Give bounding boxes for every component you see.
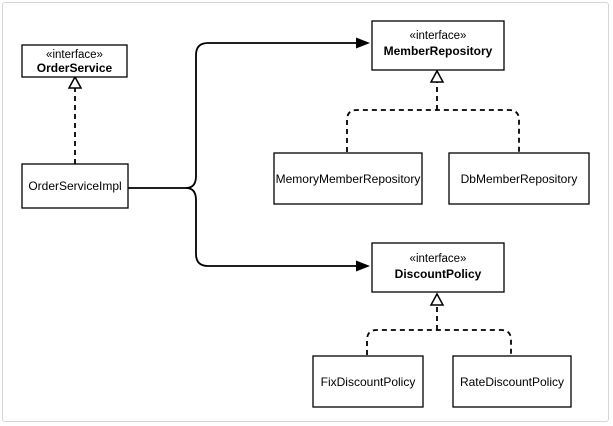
rate-discount-policy-box: RateDiscountPolicy [452,355,572,408]
discount-policy-name: DiscountPolicy [395,267,482,281]
realization-arrowhead-member-repository [429,69,445,83]
discount-policy-stereotype: «interface» [410,253,467,265]
realization-discount-implementations-bracket [366,329,512,355]
association-arrowhead-member-repository [356,37,370,49]
realization-member-implementations-bracket [346,109,520,152]
member-repository-name: MemberRepository [384,44,493,58]
association-line-to-member-repository [128,42,358,189]
db-member-repository-name: DbMemberRepository [461,172,578,186]
db-member-repository-box: DbMemberRepository [448,152,590,205]
order-service-impl-box: OrderServiceImpl [21,163,129,209]
member-repository-box: «interface» MemberRepository [371,20,505,71]
fix-discount-policy-box: FixDiscountPolicy [312,355,424,408]
order-service-name: OrderService [37,61,113,75]
order-service-stereotype: «interface» [46,49,103,61]
order-service-impl-name: OrderServiceImpl [28,179,121,193]
order-service-box: «interface» OrderService [21,44,128,78]
fix-discount-policy-name: FixDiscountPolicy [321,375,416,389]
association-line-to-discount-policy [185,187,358,267]
rate-discount-policy-name: RateDiscountPolicy [460,375,564,389]
memory-member-repository-name: MemoryMemberRepository [276,172,421,186]
member-repository-stereotype: «interface» [410,30,467,42]
memory-member-repository-box: MemoryMemberRepository [273,152,423,205]
association-arrowhead-discount-policy [356,260,370,272]
discount-policy-box: «interface» DiscountPolicy [371,242,505,293]
realization-arrowhead-discount-policy [429,292,445,306]
diagram-frame [2,2,609,422]
realization-arrowhead-order-service [67,75,83,89]
